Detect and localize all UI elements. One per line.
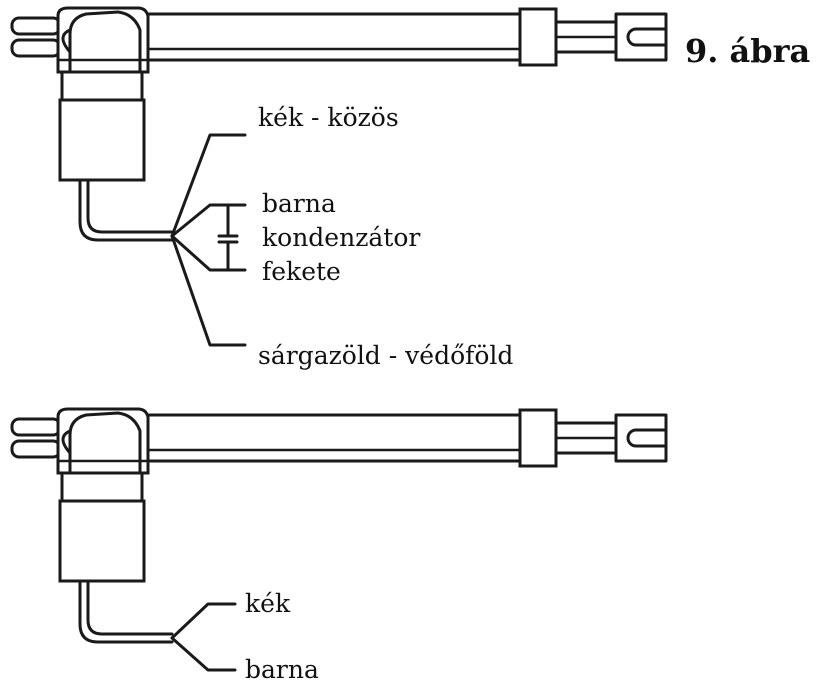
bottom-motor-cable — [78, 579, 174, 644]
label-black-wire: fekete — [262, 257, 341, 286]
label-bottom-blue-wire: kék — [245, 589, 291, 618]
top-piston-rod — [554, 20, 618, 54]
label-common-wire: kék - közös — [258, 103, 399, 132]
bottom-gear-housing — [56, 407, 150, 475]
top-actuator-tube — [138, 12, 528, 62]
label-brown-wire: barna — [262, 189, 336, 218]
bottom-motor-body — [58, 471, 146, 583]
label-ground-wire: sárgazöld - védőföld — [258, 341, 513, 370]
top-gear-housing — [56, 6, 150, 74]
top-actuator — [10, 6, 668, 347]
bottom-rod-end-fork — [614, 413, 668, 463]
top-rear-bracket — [10, 16, 62, 58]
bottom-piston-rod — [554, 421, 618, 455]
bottom-wire-leads — [170, 602, 237, 672]
bottom-tube-collar — [518, 408, 558, 468]
top-wire-leads — [170, 133, 247, 347]
bottom-rear-bracket — [10, 417, 62, 459]
capacitor-symbol — [217, 203, 239, 272]
top-motor-cable — [78, 178, 174, 242]
top-tube-collar — [518, 7, 558, 67]
figure-title: 9. ábra — [685, 32, 810, 70]
top-motor-body — [58, 70, 146, 182]
bottom-actuator-tube — [138, 413, 528, 463]
label-bottom-brown-wire: barna — [245, 655, 319, 684]
top-rod-end-fork — [614, 12, 668, 62]
bottom-actuator — [10, 407, 668, 672]
label-capacitor: kondenzátor — [262, 223, 420, 252]
